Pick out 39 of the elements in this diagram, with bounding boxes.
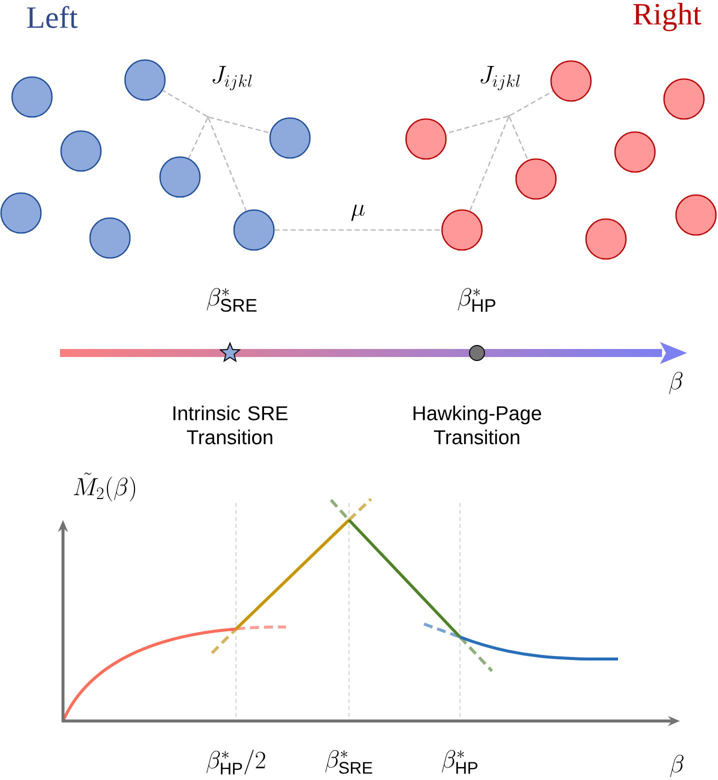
particle-circle	[124, 59, 166, 101]
particle-circle	[0, 192, 42, 234]
particle-circle	[614, 131, 656, 173]
connector-line	[508, 116, 528, 160]
particle-circle	[441, 209, 483, 251]
connector-line	[469, 116, 510, 212]
transition-label: Intrinsic SRE Transition	[174, 406, 288, 444]
edge-label: $\mu$	[351, 204, 365, 221]
particle-circle	[159, 156, 201, 198]
particle-circle	[550, 60, 592, 102]
connector-line	[162, 90, 208, 117]
axis-label: $\tilde{M}_2(\beta)$	[74, 472, 136, 502]
side-heading: Right	[633, 2, 702, 32]
particle-circle	[585, 218, 627, 260]
coupling-label: $J_{ijkl}$	[480, 66, 520, 90]
particle-circle	[675, 194, 717, 236]
axis-label: $\beta$	[670, 754, 684, 778]
particle-circle	[515, 158, 557, 200]
connector-line	[209, 116, 270, 134]
particle-circle	[269, 117, 311, 159]
tick-label: $\beta^*_{\mathrm{SRE}}$	[325, 750, 372, 774]
side-heading: Left	[27, 6, 78, 28]
tick-label: $\beta^*_{\mathrm{HP}}/2$	[206, 750, 266, 774]
connector-line	[274, 229, 442, 231]
tick-label: $\beta^*_{\mathrm{HP}}$	[442, 750, 478, 774]
particle-circle	[60, 130, 102, 172]
particle-circle	[233, 209, 275, 251]
connector-line	[208, 118, 247, 212]
axis-point-label: $\beta^*_{\mathrm{SRE}}$	[206, 288, 257, 312]
particle-circle	[663, 78, 705, 120]
axis-point-label: $\beta^*_{\mathrm{HP}}$	[458, 288, 496, 312]
particle-circle	[405, 118, 447, 160]
particle-circle	[89, 217, 131, 259]
particle-circle	[11, 76, 53, 118]
connector-line	[188, 118, 208, 159]
coupling-label: $J_{ijkl}$	[212, 66, 252, 90]
transition-label: Hawking-Page Transition	[414, 406, 542, 444]
connector-line	[510, 90, 554, 116]
axis-label: $\beta$	[669, 372, 682, 394]
